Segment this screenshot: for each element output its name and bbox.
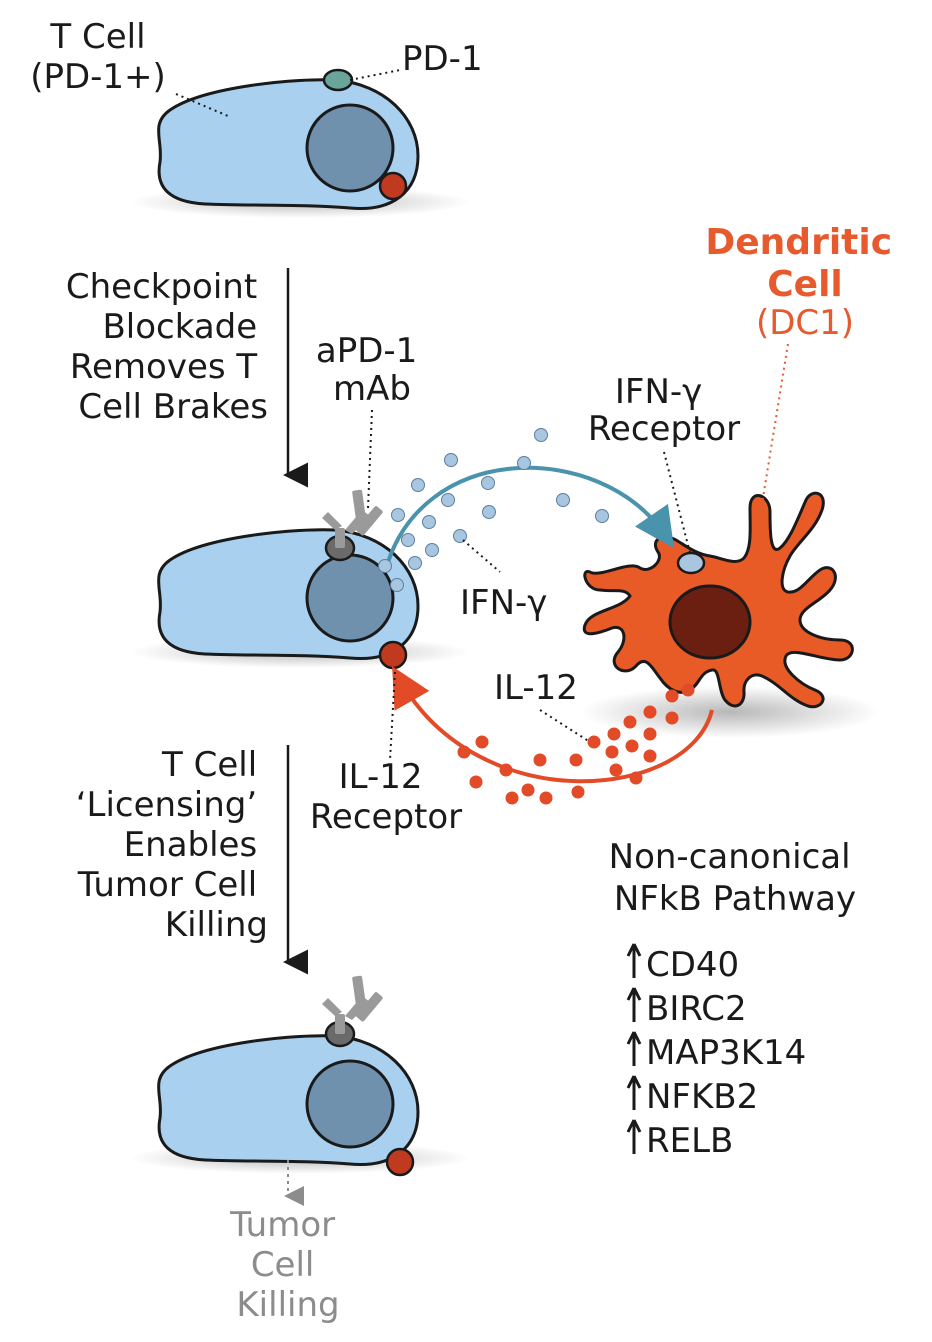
ifng-label: IFN-γ — [460, 583, 547, 623]
il12-dot — [475, 735, 489, 749]
il12-dot — [643, 705, 657, 719]
il12-dot — [533, 753, 547, 767]
t-cell-top — [130, 68, 470, 218]
il12-dot — [539, 791, 553, 805]
il12-dot — [681, 683, 695, 697]
ifng-dot — [453, 529, 467, 543]
dendritic-cell-title: Dendritic Cell — [705, 222, 904, 305]
ifng-dot — [556, 493, 570, 507]
ifng-dot — [481, 476, 495, 490]
il12-dot — [587, 735, 601, 749]
leader-apd1 — [367, 409, 373, 509]
red-receptor-icon — [378, 171, 408, 201]
up-arrow-icon — [626, 1119, 642, 1154]
gene-item: MAP3K14 — [626, 1031, 806, 1073]
pathway-title: Non-canonical NFkB Pathway — [609, 837, 862, 919]
ifng-receptor-icon — [676, 551, 706, 575]
t-cell-bottom — [130, 975, 470, 1177]
pd1-receptor-icon — [322, 68, 354, 92]
ifng-dot — [444, 453, 458, 467]
leader-il12-receptor — [389, 671, 396, 761]
il12-dot — [521, 783, 535, 797]
il12-dot — [629, 771, 643, 785]
ifng-dot — [482, 505, 496, 519]
ifng-dot — [595, 509, 609, 523]
gene-label: NFKB2 — [646, 1077, 758, 1117]
il12-dot — [643, 749, 657, 763]
t-cell-title: T Cell — [49, 17, 145, 57]
il12-dot — [623, 715, 637, 729]
dendritic-cell — [580, 491, 880, 738]
up-arrow-icon — [626, 1031, 642, 1066]
il12-dot — [625, 739, 639, 753]
il12-dot — [643, 727, 657, 741]
ifng-dot — [534, 428, 548, 442]
gene-label: MAP3K14 — [646, 1033, 806, 1073]
il12-arrow — [392, 666, 714, 784]
il12-dot — [605, 745, 619, 759]
il12-dot — [499, 763, 513, 777]
gene-list: CD40 BIRC2 MAP3K14 NFKB2 RELB — [626, 943, 806, 1161]
il12-dot — [457, 745, 471, 759]
gene-item: RELB — [626, 1119, 733, 1161]
up-arrow-icon — [626, 1075, 642, 1110]
step1-text: Checkpoint Blockade Removes T Cell Brake… — [66, 267, 268, 427]
ifng-dots — [378, 428, 609, 592]
gene-item: CD40 — [626, 943, 739, 985]
antibody-icon — [322, 489, 383, 548]
gene-label: CD40 — [646, 945, 739, 985]
red-receptor-icon — [385, 1147, 415, 1177]
il12-dot — [665, 689, 679, 703]
pd1-label: PD-1 — [402, 39, 483, 79]
il12-label: IL-12 — [494, 668, 578, 708]
ifng-dot — [390, 578, 404, 592]
il12-receptor-icon — [378, 640, 408, 670]
ifng-dot — [411, 478, 425, 492]
leader-il12 — [539, 709, 591, 743]
dc1-label: (DC1) — [756, 303, 854, 343]
gene-label: BIRC2 — [646, 989, 747, 1029]
ifng-arrow — [383, 465, 675, 573]
ifng-dot — [441, 493, 455, 507]
ifng-dot — [408, 556, 422, 570]
leader-pd1 — [349, 69, 401, 81]
t-cell-pd1-plus: (PD-1+) — [30, 57, 166, 97]
ifng-dot — [378, 559, 392, 573]
il12-dot — [569, 753, 583, 767]
gene-item: BIRC2 — [626, 987, 747, 1029]
il12-receptor-label: IL-12 Receptor — [310, 757, 462, 837]
il12-dot — [665, 711, 679, 725]
step2-text: T Cell ‘Licensing’ Enables Tumor Cell Ki… — [76, 745, 268, 945]
apd1-label: aPD-1 mAb — [316, 331, 428, 409]
up-arrow-icon — [626, 987, 642, 1022]
ifng-dot — [425, 543, 439, 557]
il12-dot — [607, 727, 621, 741]
ifng-receptor-label: IFN-γ Receptor — [588, 372, 740, 449]
ifng-dot — [517, 456, 531, 470]
t-cell-middle — [130, 489, 470, 670]
tumor-killing-label: Tumor Cell Killing — [229, 1205, 346, 1325]
gene-label: RELB — [646, 1121, 733, 1161]
il12-dot — [571, 785, 585, 799]
il12-dot — [469, 775, 483, 789]
up-arrow-icon — [626, 943, 642, 978]
leader-ifng — [462, 539, 501, 573]
ifng-dot — [422, 515, 436, 529]
ifng-dot — [401, 533, 415, 547]
ifng-dot — [391, 508, 405, 522]
il12-dots — [457, 683, 695, 805]
antibody-icon — [322, 975, 383, 1034]
gene-item: NFKB2 — [626, 1075, 758, 1117]
il12-dot — [609, 763, 623, 777]
il12-dot — [505, 791, 519, 805]
